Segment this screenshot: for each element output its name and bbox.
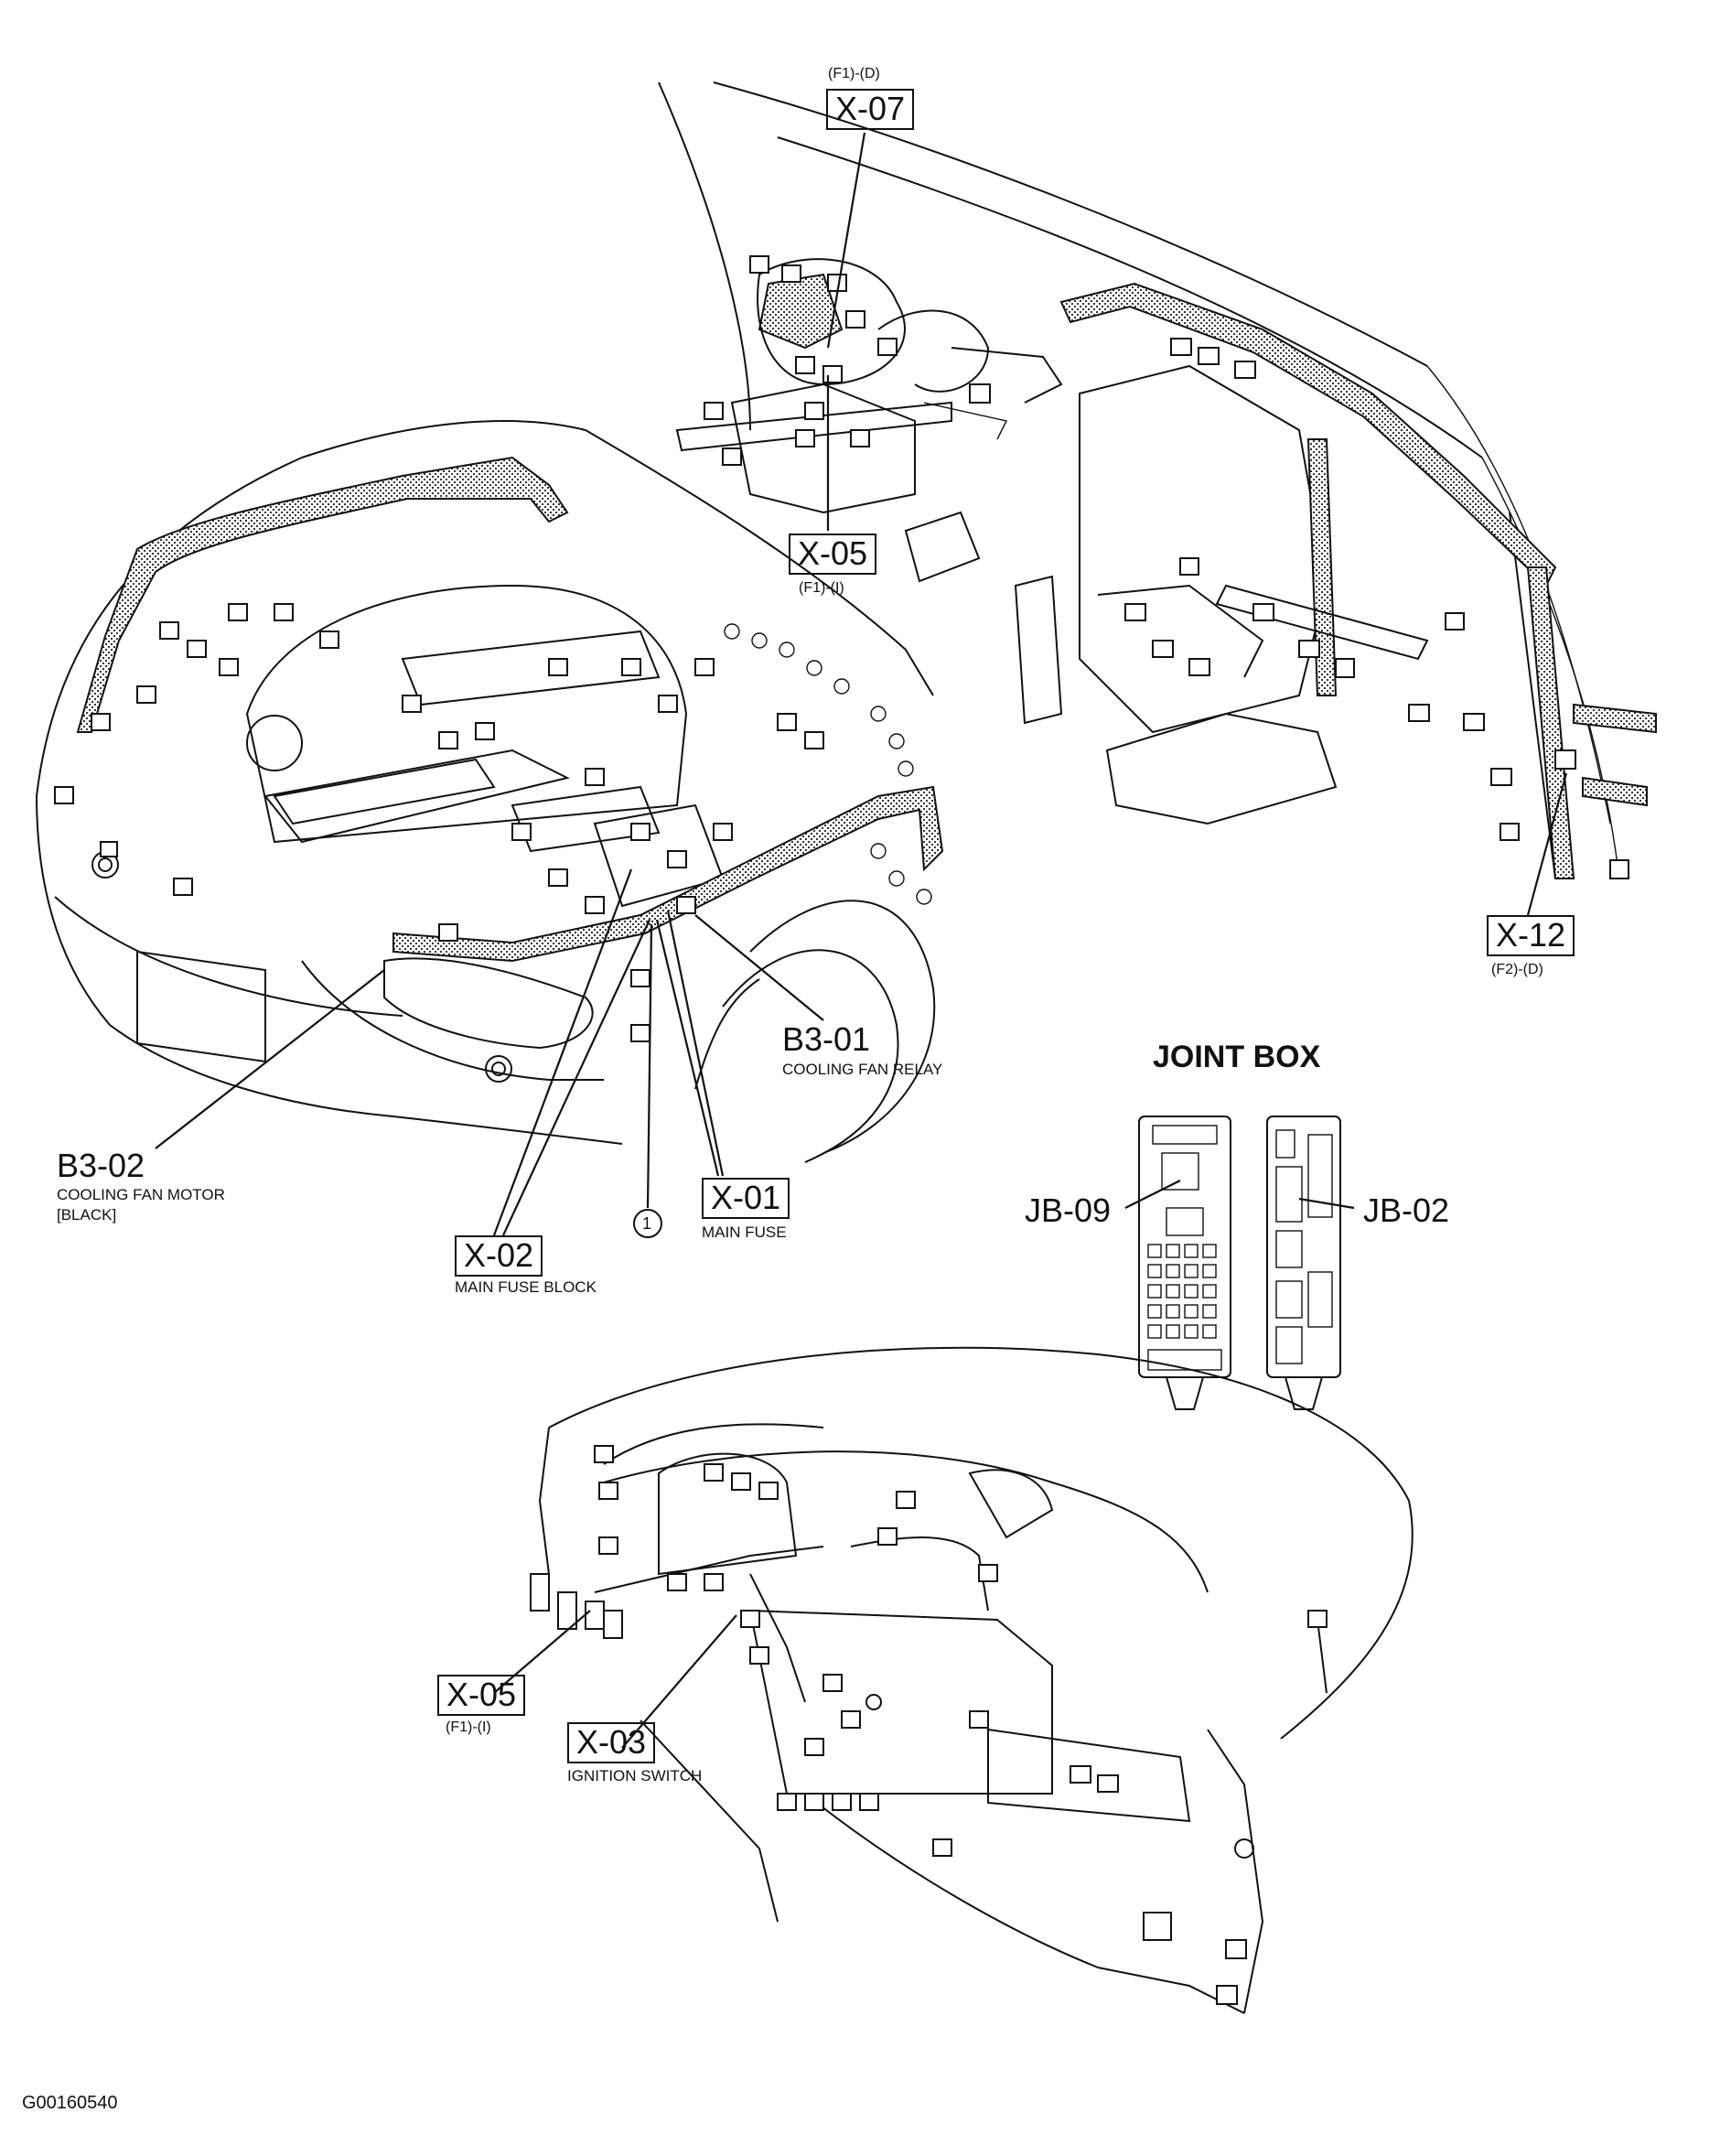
x01-code: X-01 [702, 1178, 790, 1219]
joint-box-title: JOINT BOX [1153, 1040, 1321, 1074]
x01-caption: MAIN FUSE [702, 1224, 787, 1241]
dashboard-illustration [530, 1346, 1414, 2014]
b3-02-code: B3-02 [57, 1147, 145, 1184]
jb02-label: JB-02 [1363, 1191, 1450, 1229]
x05-bottom-ref: (F1)-(I) [446, 1719, 491, 1735]
cabin-harness-illustration [658, 81, 1657, 879]
b3-02-caption-line1: COOLING FAN MOTOR [57, 1186, 225, 1203]
leader-lines [155, 132, 1568, 1749]
x07-code: X-07 [826, 89, 915, 130]
circle-1-number: 1 [642, 1214, 652, 1233]
circle-marker [633, 1209, 662, 1238]
x03-code: X-03 [567, 1722, 656, 1763]
x07-ref: (F1)-(D) [828, 66, 880, 81]
x02-caption: MAIN FUSE BLOCK [455, 1278, 597, 1296]
b3-01-caption: COOLING FAN RELAY [782, 1061, 943, 1078]
joint-box-illustration [1138, 1116, 1341, 1410]
x12-code: X-12 [1487, 915, 1575, 956]
b3-01-code: B3-01 [782, 1020, 871, 1058]
x12-ref: (F2)-(D) [1491, 962, 1543, 977]
x05-top-code: X-05 [789, 534, 877, 575]
b3-02-caption-line2: [BLACK] [57, 1206, 117, 1224]
jb09-label: JB-09 [1025, 1191, 1112, 1229]
engine-bay-illustration [36, 420, 944, 1163]
figure-code: G00160540 [22, 2093, 118, 2113]
x03-caption: IGNITION SWITCH [567, 1767, 703, 1784]
x05-bottom-code: X-05 [437, 1675, 526, 1716]
x05-top-ref: (F1)-(I) [799, 580, 844, 596]
x02-code: X-02 [455, 1235, 543, 1277]
